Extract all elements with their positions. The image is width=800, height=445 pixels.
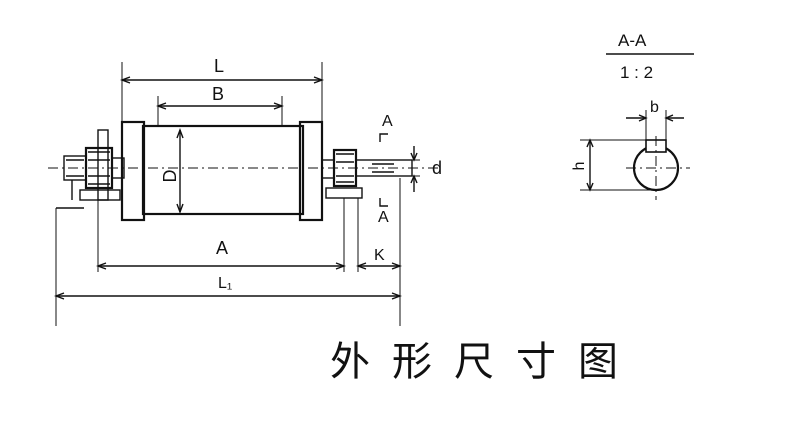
left-bearing [56,129,125,209]
section-title: A-A [618,31,647,50]
label-d: d [432,158,442,178]
label-A-length: A [216,238,228,258]
dim-L [120,62,324,122]
section-view: A-A 1 : 2 b h [571,31,694,200]
label-B: B [212,84,224,104]
section-scale: 1 : 2 [620,63,653,82]
label-K: K [374,247,385,264]
section-marker [379,133,388,207]
label-section-bottom: A [378,209,389,226]
label-L1: L₁ [218,275,232,292]
label-D: D [160,170,180,183]
dim-b [626,110,684,140]
label-h: h [571,162,588,171]
drawing-caption: 外形尺寸图 [330,339,640,385]
dim-D [176,128,184,214]
left-flange [120,120,146,222]
right-bearing [321,148,413,199]
dim-A [96,198,346,272]
dim-B [156,96,284,126]
dim-K [356,178,402,326]
dim-L1 [54,208,402,326]
label-b: b [650,99,659,116]
label-section-top: A [382,113,393,130]
label-L: L [214,56,224,76]
dim-h [580,138,656,192]
main-view: L B D A [48,56,442,326]
dim-d [406,146,420,192]
